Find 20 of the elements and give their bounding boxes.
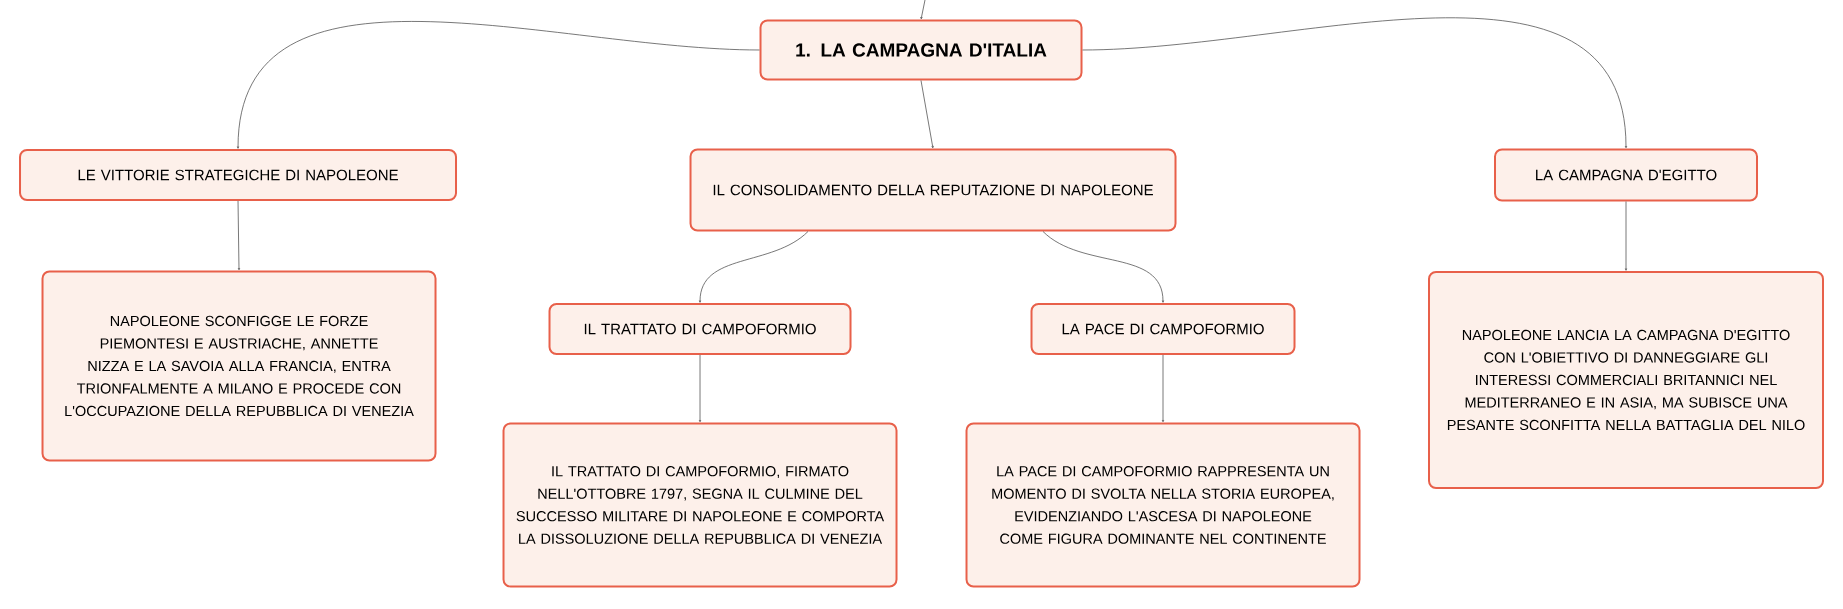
title-box: 1. LA CAMPAGNA D'ITALIA: [759, 19, 1083, 81]
connector-arrow: [1161, 354, 1165, 423]
connector-arrow: [920, 80, 934, 149]
topic-box: IL TRATTATO DI CAMPOFORMIO: [548, 303, 852, 355]
connector-arrow: [698, 231, 809, 303]
connector-arrow: [920, 0, 926, 20]
connector-arrow: [236, 21, 760, 149]
topic-box: LE VITTORIE STRATEGICHE DI NAPOLEONE: [19, 149, 457, 201]
topic-box: IL CONSOLIDAMENTO DELLA REPUTAZIONE DI NAPOLEONE: [689, 148, 1177, 232]
connector-arrow: [698, 354, 702, 423]
connector-arrow: [237, 200, 241, 271]
topic-box: LA CAMPAGNA D'EGITTO: [1494, 148, 1758, 202]
description-box: NAPOLEONE LANCIA LA CAMPAGNA D'EGITTO CON L'OBIETTIVO DI DANNEGGIARE GLI INTERESSI COMMERCIALI BRITANNICI NEL MEDITERRANEO E IN ASIA, MA SUBISCE UNA PESANTE SCONFITTA NELLA BATTAGLIA DEL NILO: [1428, 271, 1824, 489]
connector-arrow: [1082, 17, 1628, 149]
description-box: LA PACE DI CAMPOFORMIO RAPPRESENTA UN MOMENTO DI SVOLTA NELLA STORIA EUROPEA, EVIDENZIANDO L'ASCESA DI NAPOLEONE COME FIGURA DOMINANTE NEL CONTINENTE: [965, 422, 1361, 588]
connector-arrow: [1042, 231, 1165, 303]
description-box: NAPOLEONE SCONFIGGE LE FORZE PIEMONTESI E AUSTRIACHE, ANNETTE NIZZA E LA SAVOIA ALLA FRANCIA, ENTRA TRIONFALMENTE A MILANO E PROCEDE CON L'OCCUPAZIONE DELLA REPUBBLICA DI VENEZIA: [41, 270, 437, 462]
topic-box: LA PACE DI CAMPOFORMIO: [1030, 303, 1296, 355]
connector-arrow: [1624, 201, 1628, 271]
description-box: IL TRATTATO DI CAMPOFORMIO, FIRMATO NELL'OTTOBRE 1797, SEGNA IL CULMINE DEL SUCCESSO MILITARE DI NAPOLEONE E COMPORTA LA DISSOLUZIONE DELLA REPUBBLICA DI VENEZIA: [502, 422, 898, 588]
